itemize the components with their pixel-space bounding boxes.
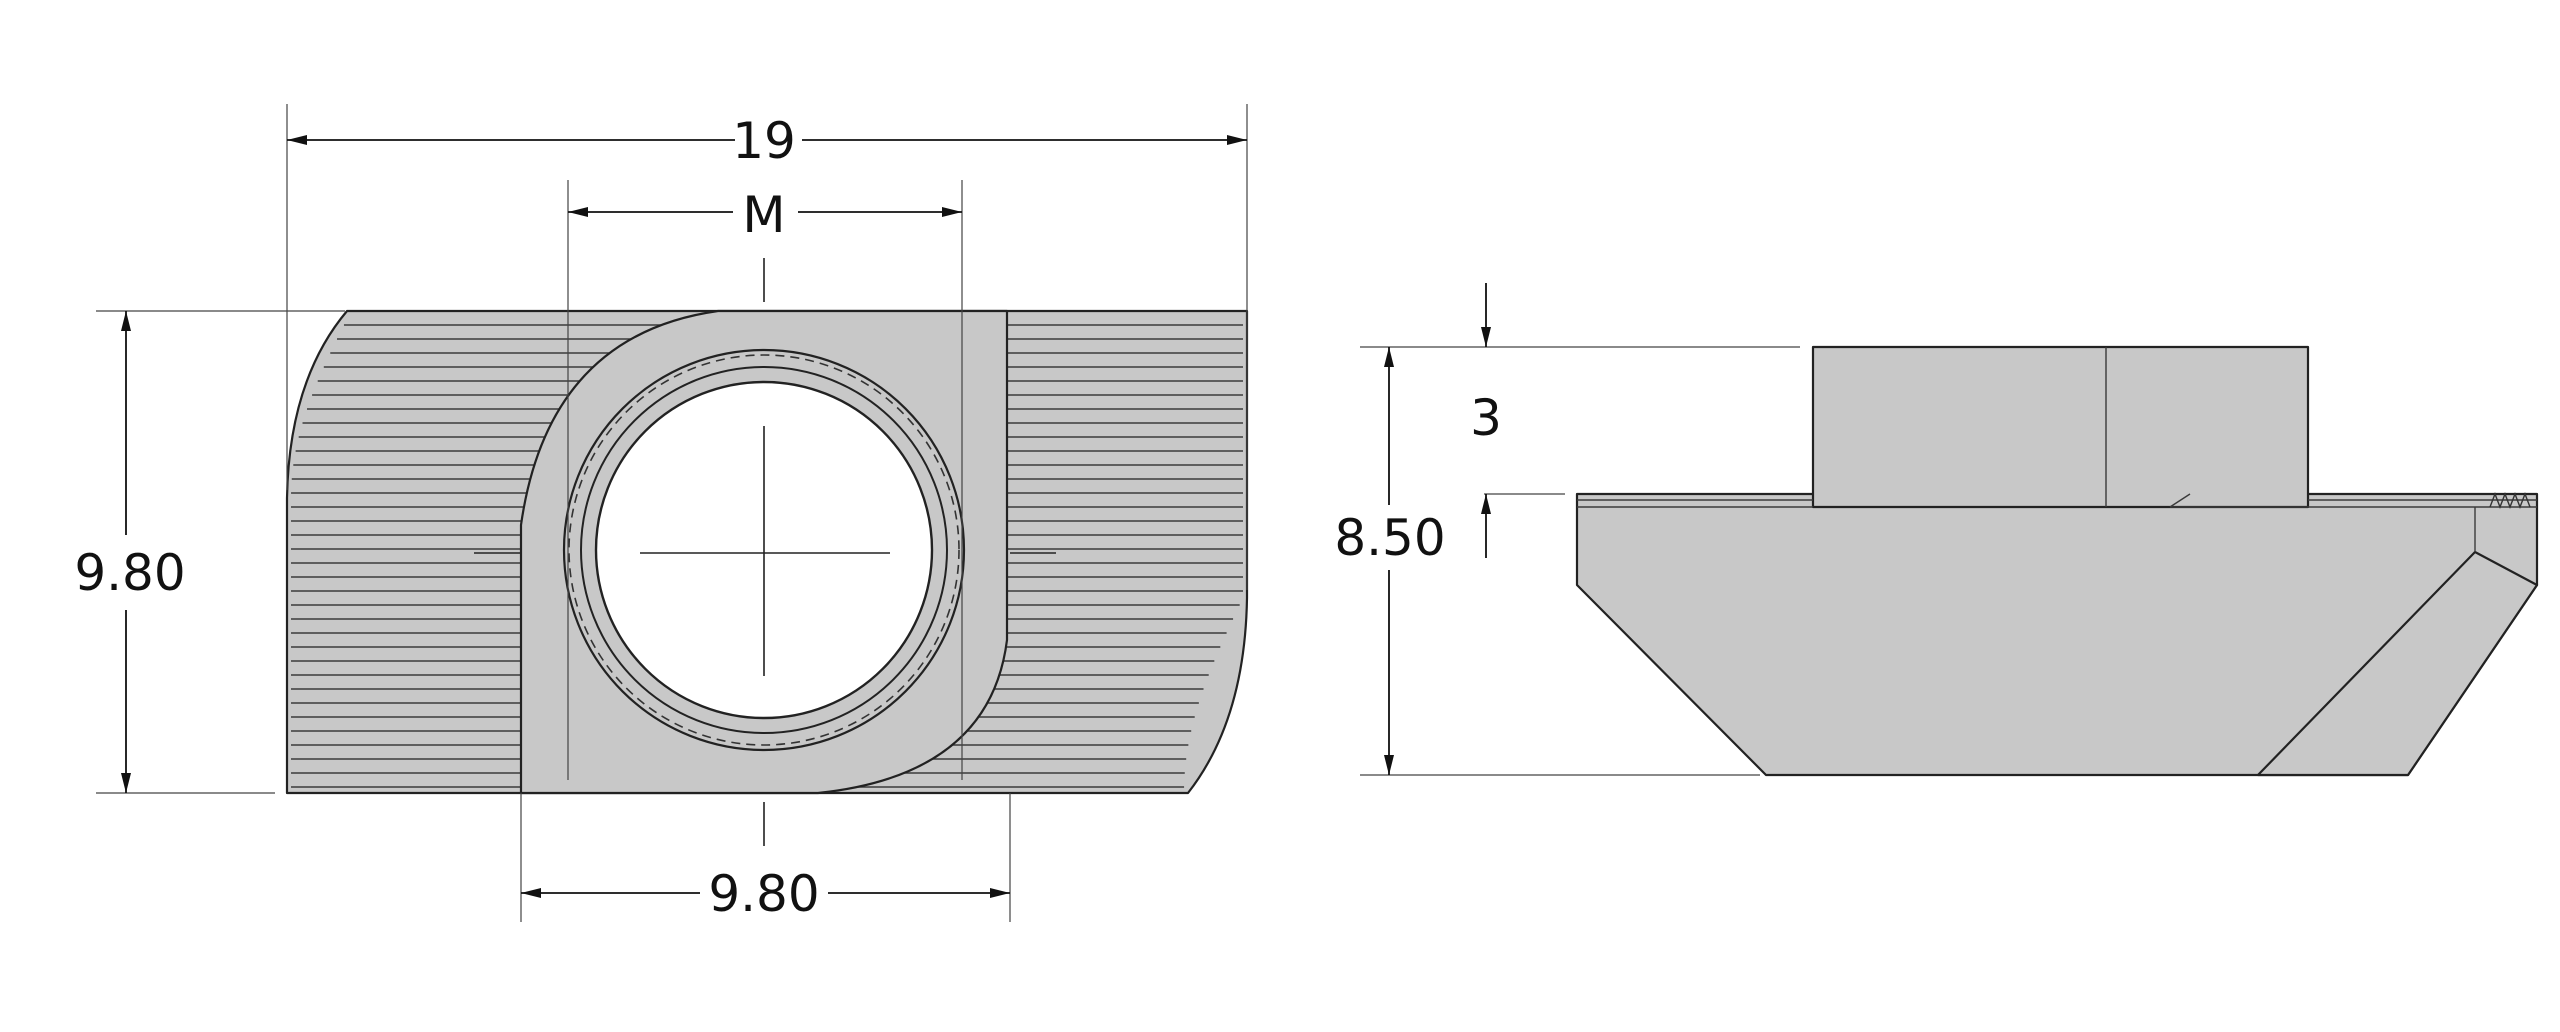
- dim-top-height-label: 3: [1470, 389, 1502, 447]
- dim-thread-label: M: [742, 186, 785, 244]
- dim-height-left-label: 9.80: [74, 544, 185, 602]
- dim-total-height-label: 8.50: [1334, 509, 1445, 567]
- dim-overall-width-label: 19: [732, 112, 796, 170]
- side-view-chamfer: [2256, 550, 2539, 777]
- front-view: 19 M 9.80 9.80: [74, 104, 1249, 923]
- dim-bottom-width-label: 9.80: [708, 865, 819, 923]
- side-view-boss: [1811, 345, 2310, 509]
- thread-dashed-ring: [568, 354, 960, 746]
- side-view: 8.50 3: [1334, 283, 2539, 777]
- side-flange-slope: [2169, 493, 2191, 508]
- side-view-teeth: [2489, 492, 2531, 509]
